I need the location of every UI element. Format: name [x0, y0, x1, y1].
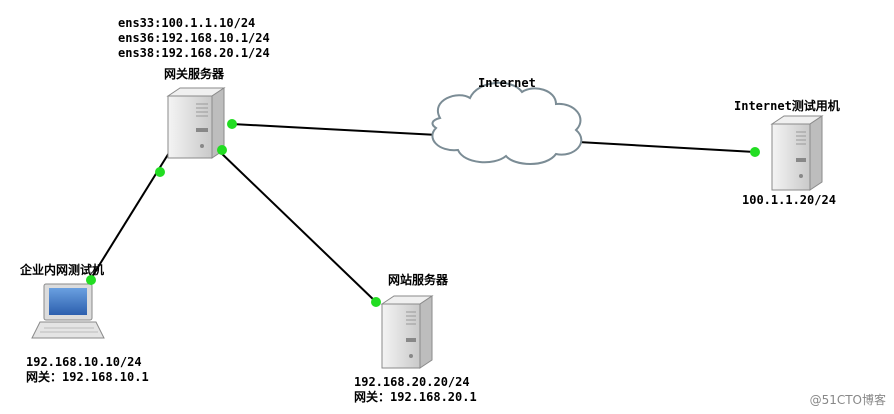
- internet-cloud: [431, 81, 583, 165]
- gateway-title: 网关服务器: [164, 67, 225, 81]
- link-gateway-webserver: [217, 149, 377, 303]
- port-dot: [750, 147, 760, 157]
- internet-host-server-icon: [770, 115, 824, 191]
- gateway-interface-ens33: ens33:100.1.1.10/24: [118, 16, 256, 30]
- ports: [86, 119, 760, 307]
- web-server-title: 网站服务器: [388, 273, 449, 287]
- port-dot: [155, 167, 165, 177]
- lan-host-ip: 192.168.10.10/24: [26, 355, 142, 369]
- web-server-icon: [380, 295, 434, 369]
- lan-host-gateway: 网关：192.168.10.1: [26, 370, 149, 384]
- link-gateway-internet: [231, 123, 439, 136]
- laptop-icon: [31, 283, 105, 339]
- port-dot: [227, 119, 237, 129]
- link-internet-host: [577, 141, 756, 153]
- gateway-server-icon: [166, 87, 226, 159]
- internet-host-ip: 100.1.1.20/24: [742, 193, 836, 207]
- web-server-gateway: 网关：192.168.20.1: [354, 390, 477, 404]
- watermark: @51CTO博客: [809, 393, 886, 407]
- port-dot: [86, 275, 96, 285]
- port-dot: [217, 145, 227, 155]
- internet-host-title: Internet测试用机: [734, 99, 840, 113]
- web-server-ip: 192.168.20.20/24: [354, 375, 470, 389]
- lan-host-title: 企业内网测试机: [20, 263, 105, 277]
- internet-label: Internet: [478, 76, 536, 90]
- port-dot: [371, 297, 381, 307]
- gateway-interface-ens38: ens38:192.168.20.1/24: [118, 46, 270, 60]
- gateway-interface-ens36: ens36:192.168.10.1/24: [118, 31, 270, 45]
